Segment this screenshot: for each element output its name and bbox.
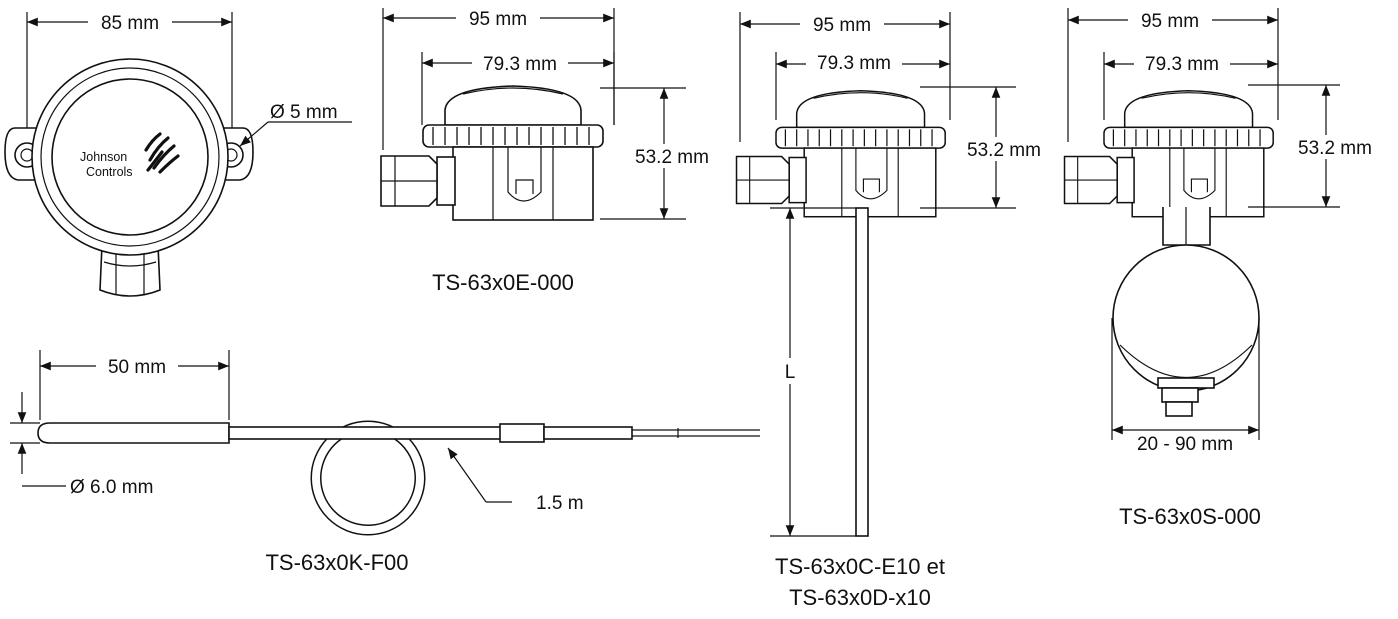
c-width-label: 95 mm <box>813 15 871 36</box>
probe-length-label: 50 mm <box>108 357 166 378</box>
e-model-view: 95 mm 79.3 mm 53.2 mm TS-63x0E-000 <box>380 6 722 295</box>
s-model-caption: TS-63x0S-000 <box>1119 504 1261 529</box>
k-model-caption: TS-63x0K-F00 <box>265 550 408 575</box>
cable-length-label: 1.5 m <box>536 493 584 514</box>
e-inner-width-label: 79.3 mm <box>483 54 557 75</box>
s-model-view: 95 mm 79.3 mm 53.2 mm 20 - 90 mm TS-63x0… <box>1063 8 1386 529</box>
front-width-label: 85 mm <box>101 13 159 34</box>
c-model-caption-line1: TS-63x0C-E10 et <box>775 554 945 579</box>
c-inner-width-label: 79.3 mm <box>817 53 891 74</box>
clamp-range-label: 20 - 90 mm <box>1137 434 1233 455</box>
k-model-view: 50 mm Ø 6.0 mm 1.5 m TS-63x0K-F00 <box>10 350 760 575</box>
c-height-label: 53.2 mm <box>967 140 1041 161</box>
c-model-view: 95 mm 79.3 mm 53.2 mm L TS-63x0C-E10 et … <box>735 12 1052 610</box>
e-model-caption: TS-63x0E-000 <box>432 270 574 295</box>
s-width-label: 95 mm <box>1141 11 1199 32</box>
johnson-controls-logo-icon <box>144 132 180 174</box>
logo-text-johnson: Johnson <box>80 150 127 164</box>
hole-diameter-label: Ø 5 mm <box>270 102 338 123</box>
e-width-label: 95 mm <box>469 9 527 30</box>
s-inner-width-label: 79.3 mm <box>1145 54 1219 75</box>
length-label: L <box>785 362 796 383</box>
logo-text-controls: Controls <box>86 165 133 179</box>
front-view: 85 mm Johnson Controls Ø 5 mm <box>4 10 352 297</box>
e-height-label: 53.2 mm <box>635 147 709 168</box>
probe-diameter-label: Ø 6.0 mm <box>70 477 153 498</box>
s-height-label: 53.2 mm <box>1298 138 1372 159</box>
c-model-caption-line2: TS-63x0D-x10 <box>789 585 931 610</box>
